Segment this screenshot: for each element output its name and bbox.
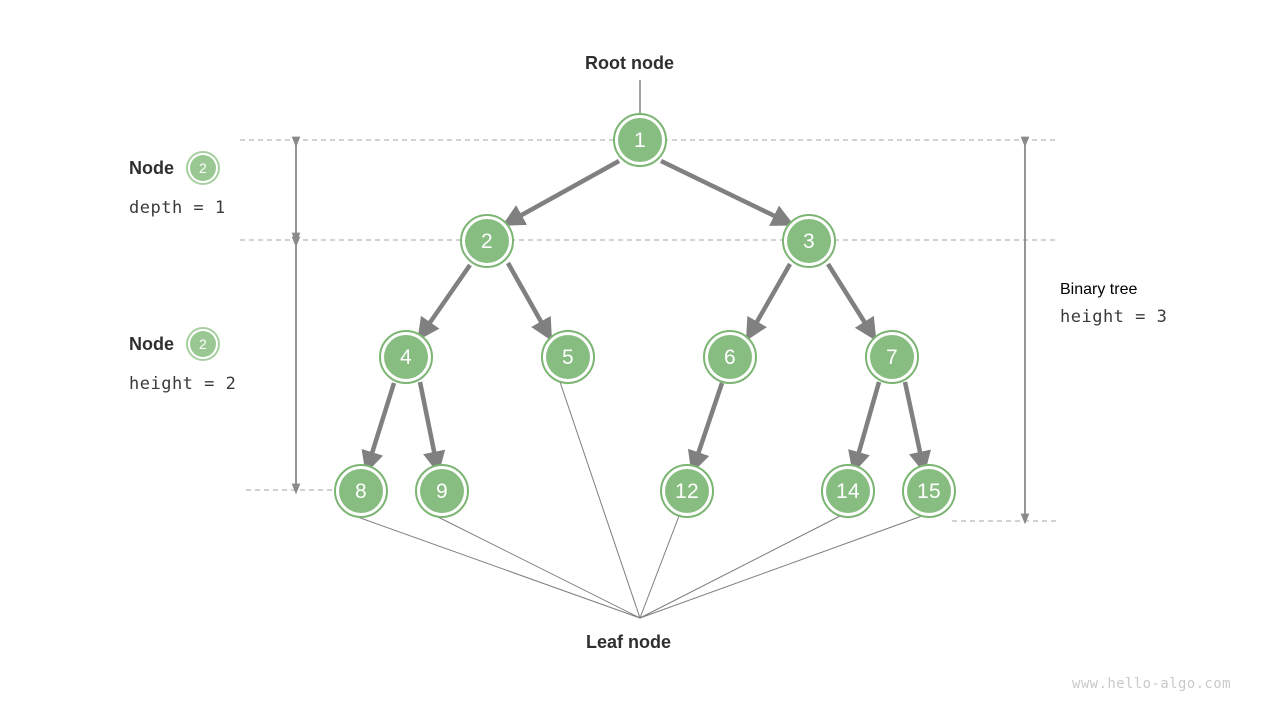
edge-1-2 (501, 159, 621, 226)
tree-node-15-label: 15 (907, 469, 951, 513)
annotation-node-height-title: Node (129, 333, 174, 354)
tree-node-5[interactable]: 5 (541, 330, 595, 384)
tree-node-6-label: 6 (708, 335, 752, 379)
tree-edges (361, 158, 931, 474)
tree-node-14-label: 14 (826, 469, 870, 513)
edge-4-8 (361, 382, 397, 474)
edge-2-4 (417, 263, 472, 341)
edge-3-7 (826, 262, 877, 341)
annotation-node-height: Node 2 height = 2 (129, 324, 236, 394)
tree-node-6[interactable]: 6 (703, 330, 757, 384)
leaf-leader-lines (351, 381, 923, 619)
tree-node-7[interactable]: 7 (865, 330, 919, 384)
tree-node-8-label: 8 (339, 469, 383, 513)
leader-9 (435, 515, 641, 619)
leader-12 (639, 515, 680, 619)
tree-node-2[interactable]: 2 (460, 214, 514, 268)
annotation-node-depth: Node 2 depth = 1 (129, 148, 226, 218)
tree-node-4[interactable]: 4 (379, 330, 433, 384)
annotation-node-depth-detail: depth = 1 (129, 198, 226, 218)
annotation-node-depth-badge: 2 (186, 151, 220, 185)
leader-8 (351, 514, 641, 619)
annotation-node-depth-badge-label: 2 (190, 155, 216, 181)
leaf-node-caption: Leaf node (586, 632, 672, 652)
leader-15 (639, 515, 923, 619)
annotation-node-height-badge-label: 2 (190, 331, 216, 357)
annotation-node-height-badge: 2 (186, 327, 220, 361)
tree-node-8[interactable]: 8 (334, 464, 388, 518)
tree-node-12-label: 12 (665, 469, 709, 513)
edge-1-3 (660, 158, 795, 226)
annotation-tree-height: Binary tree height = 3 (1060, 281, 1167, 327)
annotation-tree-height-title: Binary tree (1060, 281, 1138, 298)
tree-node-3[interactable]: 3 (782, 214, 836, 268)
tree-node-9-label: 9 (420, 469, 464, 513)
edge-3-6 (745, 262, 792, 342)
edge-4-9 (417, 381, 446, 474)
edge-2-5 (506, 261, 552, 342)
edge-7-15 (902, 381, 931, 474)
tree-node-1[interactable]: 1 (613, 113, 667, 167)
annotation-node-depth-title: Node (129, 157, 174, 178)
tree-node-9[interactable]: 9 (415, 464, 469, 518)
leader-14 (639, 515, 841, 619)
annotation-node-height-row: Node 2 (129, 324, 236, 364)
watermark: www.hello-algo.com (1072, 676, 1231, 692)
tree-node-15[interactable]: 15 (902, 464, 956, 518)
leader-5 (559, 381, 641, 619)
tree-node-14[interactable]: 14 (821, 464, 875, 518)
root-node-caption: Root node (585, 53, 674, 73)
tree-node-7-label: 7 (870, 335, 914, 379)
edge-7-14 (848, 381, 882, 474)
tree-node-1-label: 1 (618, 118, 662, 162)
edge-6-12 (687, 382, 725, 474)
tree-node-3-label: 3 (787, 219, 831, 263)
tree-node-5-label: 5 (546, 335, 590, 379)
tree-node-4-label: 4 (384, 335, 428, 379)
annotation-tree-height-detail: height = 3 (1060, 307, 1168, 327)
annotation-node-height-detail: height = 2 (129, 374, 237, 394)
annotation-node-depth-row: Node 2 (129, 148, 226, 188)
tree-node-12[interactable]: 12 (660, 464, 714, 518)
dimension-arrows (291, 136, 1030, 525)
tree-node-2-label: 2 (465, 219, 509, 263)
